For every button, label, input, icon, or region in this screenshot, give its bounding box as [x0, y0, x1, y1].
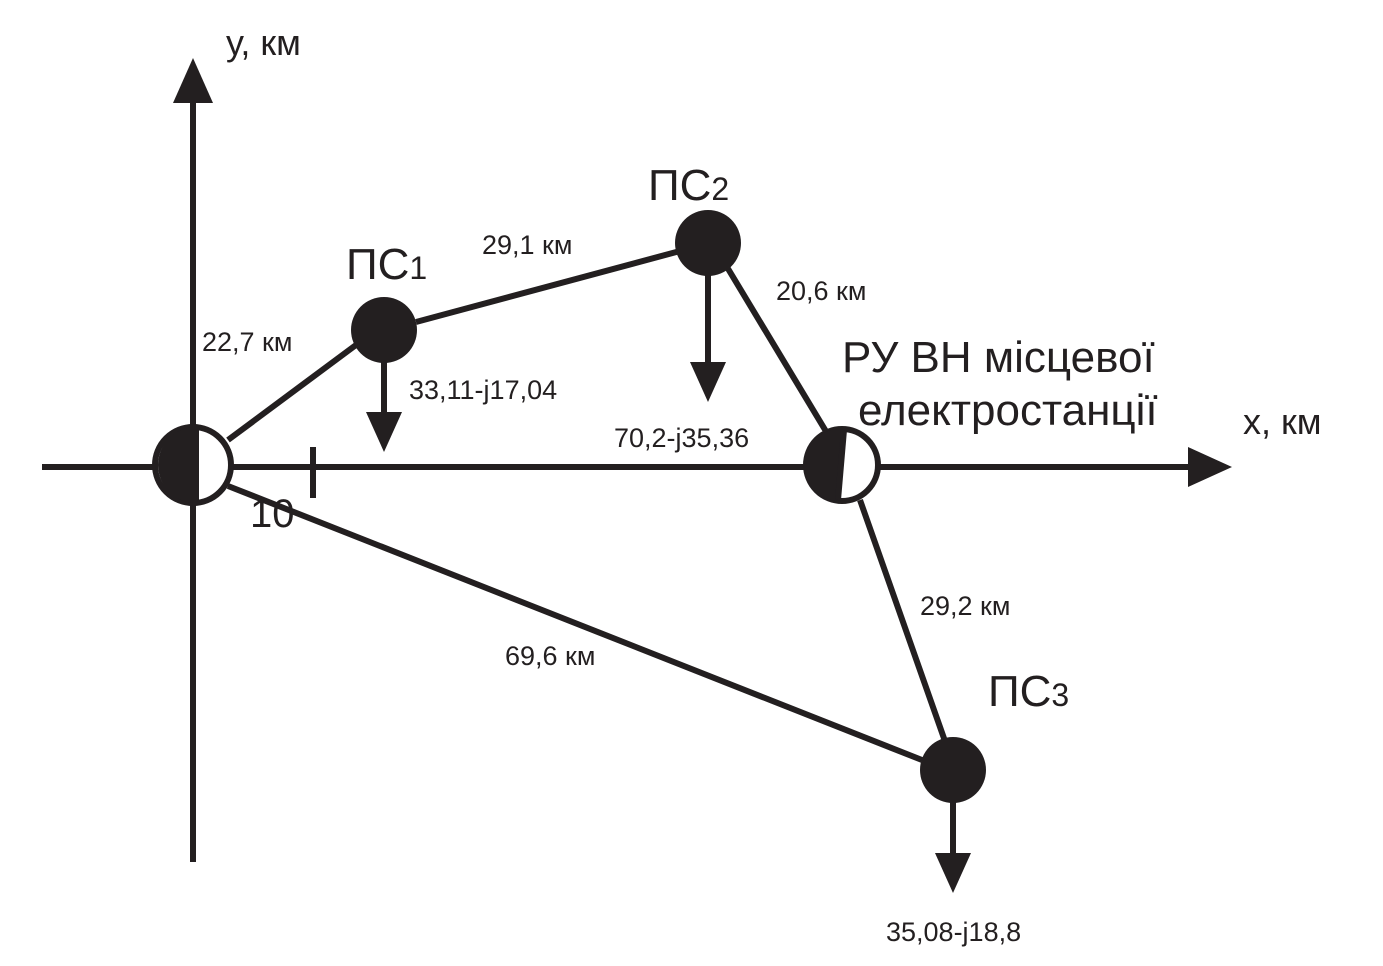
- line-length-origin-ps1: 22,7 км: [202, 327, 292, 357]
- line-origin-ps1: [226, 339, 362, 443]
- y-axis-label: у, км: [226, 22, 301, 63]
- origin-node: [152, 424, 234, 506]
- plant-label-line2: електростанції: [858, 386, 1158, 435]
- load-arrows: [366, 270, 971, 893]
- line-ps2-plant: [721, 260, 833, 440]
- ps1-label-main: ПС: [346, 240, 409, 289]
- line-plant-ps3: [857, 499, 949, 745]
- line-length-plant-ps3: 29,2 км: [920, 591, 1010, 621]
- load-arrow-ps3-head: [935, 853, 971, 893]
- ps2-node: [675, 210, 741, 276]
- ps2-label-sub: 2: [711, 171, 729, 207]
- transmission-lines: [226, 248, 949, 763]
- line-length-ps2-plant: 20,6 км: [776, 276, 866, 306]
- line-length-ps1-ps2: 29,1 км: [482, 230, 572, 260]
- load-value-ps3: 35,08-j18,8: [886, 917, 1021, 947]
- load-value-ps2: 70,2-j35,36: [614, 423, 749, 453]
- ps3-node: [920, 737, 986, 803]
- x-axis-arrowhead: [1188, 447, 1232, 487]
- origin-node-filled-half: [158, 427, 196, 503]
- load-arrow-ps1-head: [366, 412, 402, 452]
- scale-tick-label: 10: [250, 492, 295, 536]
- plant-label-line1: РУ ВН місцевої: [842, 333, 1155, 382]
- ps1-label-sub: 1: [409, 250, 427, 286]
- ps1-label: ПС1: [346, 240, 427, 289]
- load-arrow-ps2-head: [690, 362, 726, 402]
- ps2-label: ПС2: [648, 161, 729, 210]
- ps3-label: ПС3: [988, 667, 1069, 716]
- line-ps1-ps2: [415, 248, 681, 325]
- ps2-label-main: ПС: [648, 161, 711, 210]
- x-axis-label: x, км: [1243, 401, 1322, 442]
- plant-node: [803, 426, 881, 504]
- ps3-label-main: ПС: [988, 667, 1051, 716]
- load-value-ps1: 33,11-j17,04: [409, 375, 557, 405]
- ps1-node: [351, 297, 417, 363]
- line-length-origin-ps3: 69,6 км: [505, 641, 595, 671]
- line-origin-ps3: [226, 483, 924, 763]
- ps3-label-sub: 3: [1051, 677, 1069, 713]
- y-axis-arrowhead: [173, 58, 213, 103]
